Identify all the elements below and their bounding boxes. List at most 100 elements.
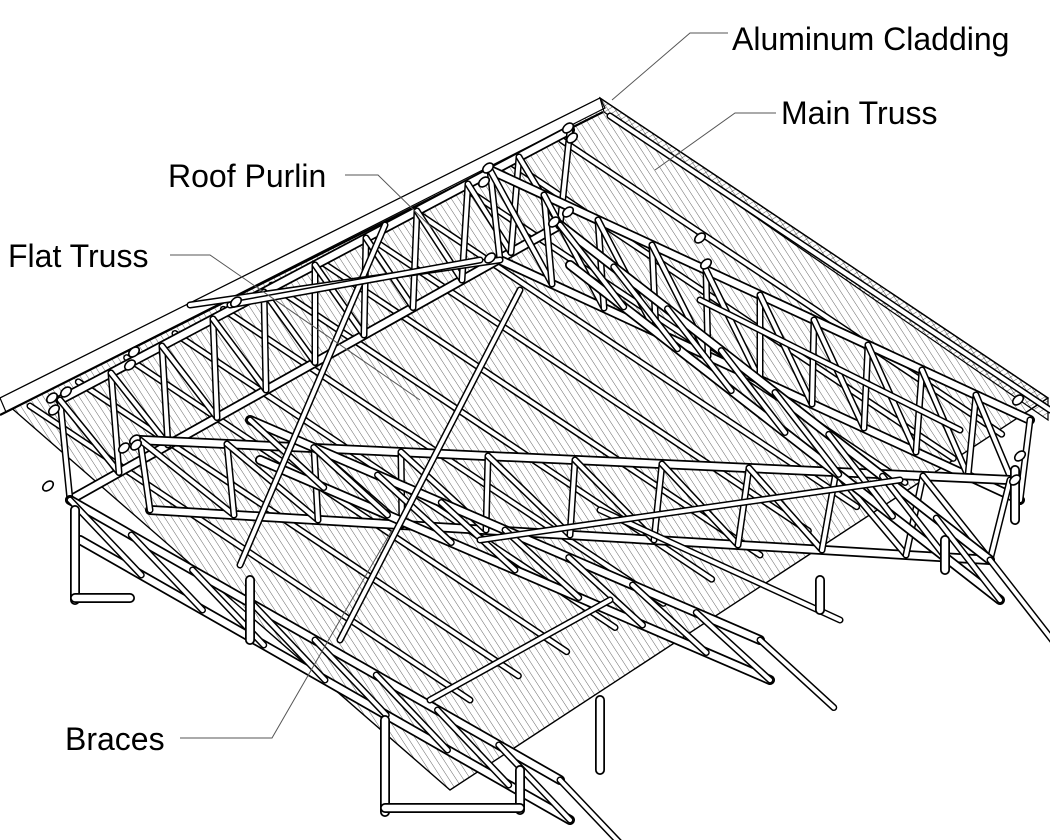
main-truss-web-fill: [160, 344, 219, 420]
tube-end-ring: [561, 122, 575, 134]
flat-truss-web-fill: [129, 533, 205, 612]
main-truss-web-fill: [313, 263, 366, 337]
tube-end-rings: [41, 122, 1027, 492]
main-truss-web-fill: [488, 168, 554, 286]
leader-main-truss: [654, 112, 776, 171]
main-truss-web-fill: [652, 462, 664, 542]
roof-purlin-fill: [318, 259, 762, 557]
main-truss-web-fill: [109, 371, 170, 447]
flat-truss-web-fill: [311, 445, 390, 517]
tube-end-ring: [47, 404, 61, 416]
main-truss-web-fill: [466, 182, 513, 255]
main-truss-web-fill: [211, 317, 268, 392]
flat-truss-web-fill: [880, 474, 949, 561]
flat-truss-web-fill: [313, 638, 389, 717]
main-truss-web-fill: [486, 454, 572, 537]
diagonal-brace-fill: [338, 288, 522, 642]
label-braces-text: Braces: [65, 721, 165, 757]
main-truss-web-fill: [660, 462, 740, 547]
label-flat-truss-text: Flat Truss: [8, 238, 148, 274]
label-main-truss-text: Main Truss: [781, 95, 937, 131]
label-flat-truss: Flat Truss: [8, 238, 421, 401]
diagonal-brace-fill: [428, 598, 612, 702]
tube-end-ring: [1011, 394, 1025, 406]
label-roof-purlin: Roof Purlin: [168, 158, 433, 229]
tube-end-ring: [117, 442, 131, 454]
main-truss-web-fill: [966, 393, 978, 478]
main-truss-web-fill: [1018, 418, 1032, 502]
roof-purlin-fill: [76, 379, 521, 678]
flat-truss-web-fill: [988, 558, 1050, 641]
main-truss-web-fill: [704, 268, 762, 382]
main-truss-web-fill: [820, 470, 838, 552]
flat-truss-web-fill: [719, 348, 787, 435]
label-braces: Braces: [65, 529, 393, 757]
leader-roof-purlin: [345, 174, 433, 229]
flat-truss-web-fill: [558, 223, 626, 309]
tube-end-ring: [481, 162, 495, 174]
main-truss-web-fill: [211, 317, 219, 420]
tube-end-ring: [699, 258, 713, 270]
flat-truss-web-fill: [758, 638, 836, 710]
main-truss-web-fill: [812, 318, 866, 430]
main-truss-web-fill: [509, 155, 521, 255]
main-truss-web-fill: [109, 371, 121, 475]
tube-end-ring: [41, 480, 55, 492]
flat-truss-web-fill: [566, 555, 645, 627]
diagonal-brace-fill: [698, 298, 962, 432]
main-truss-web-fill: [362, 236, 368, 337]
tube-end-ring: [561, 206, 575, 218]
main-truss-web-fill: [138, 438, 236, 517]
flat-truss-web-fill: [934, 516, 1002, 602]
main-truss-web-fill: [411, 209, 419, 310]
tube-end-ring: [693, 232, 707, 244]
tube-end-ring: [127, 346, 141, 358]
main-truss-web-fill: [138, 438, 152, 512]
flat-truss-web-fill: [435, 708, 511, 787]
tube-end-ring: [229, 296, 243, 308]
main-truss-web-fill: [58, 398, 72, 502]
tube-end-ring: [1013, 450, 1027, 462]
main-truss-web-fill: [747, 466, 824, 552]
label-roof-purlin-text: Roof Purlin: [168, 158, 326, 194]
main-truss-web-fill: [988, 478, 1012, 562]
flat-truss-web-fill: [374, 673, 450, 752]
main-truss-web-fill: [736, 466, 751, 547]
flat-truss-web-fill: [558, 778, 620, 840]
flat-truss-web-fill: [630, 583, 709, 655]
flat-truss-web-fill: [773, 390, 841, 477]
label-main-truss: Main Truss: [654, 95, 937, 171]
flat-trusses: [65, 220, 1050, 840]
label-aluminum-cladding-text: Aluminum Cladding: [732, 21, 1009, 57]
tube-end-ring: [477, 176, 491, 188]
main-truss-web-fill: [262, 290, 317, 365]
label-aluminum-cladding: Aluminum Cladding: [611, 21, 1009, 101]
main-truss-web-fill: [262, 290, 268, 392]
leader-flat-truss: [170, 254, 421, 401]
diagonal-brace-fill: [478, 478, 902, 542]
main-truss-web-fill: [542, 193, 554, 286]
flat-truss-web-fill: [68, 498, 144, 577]
tube-end-ring: [547, 216, 561, 228]
diagonal-brace-fill: [598, 508, 842, 622]
main-truss-web-fill: [568, 458, 577, 537]
tube-end-ring: [45, 392, 59, 404]
flat-truss-web-fill: [826, 432, 895, 519]
main-truss-web-fill: [160, 344, 170, 447]
leader-aluminum-cladding: [611, 32, 728, 101]
main-truss-web-fill: [58, 398, 121, 475]
flat-truss-web-fill: [375, 473, 454, 545]
roof-purlin-fill: [124, 355, 569, 654]
tube-end-ring: [483, 252, 497, 264]
flat-truss-web-fill: [665, 306, 734, 393]
roof-purlin-fill: [608, 114, 1050, 412]
flat-truss-web-fill: [611, 264, 680, 351]
tube-end-ring: [123, 359, 137, 371]
main-truss-web-fill: [810, 318, 816, 406]
flat-truss-web-fill: [694, 610, 772, 682]
main-truss-web-fill: [225, 442, 236, 517]
tube-end-ring: [565, 132, 579, 144]
tube-end-ring: [1008, 474, 1022, 486]
tube-end-ring: [59, 386, 73, 398]
